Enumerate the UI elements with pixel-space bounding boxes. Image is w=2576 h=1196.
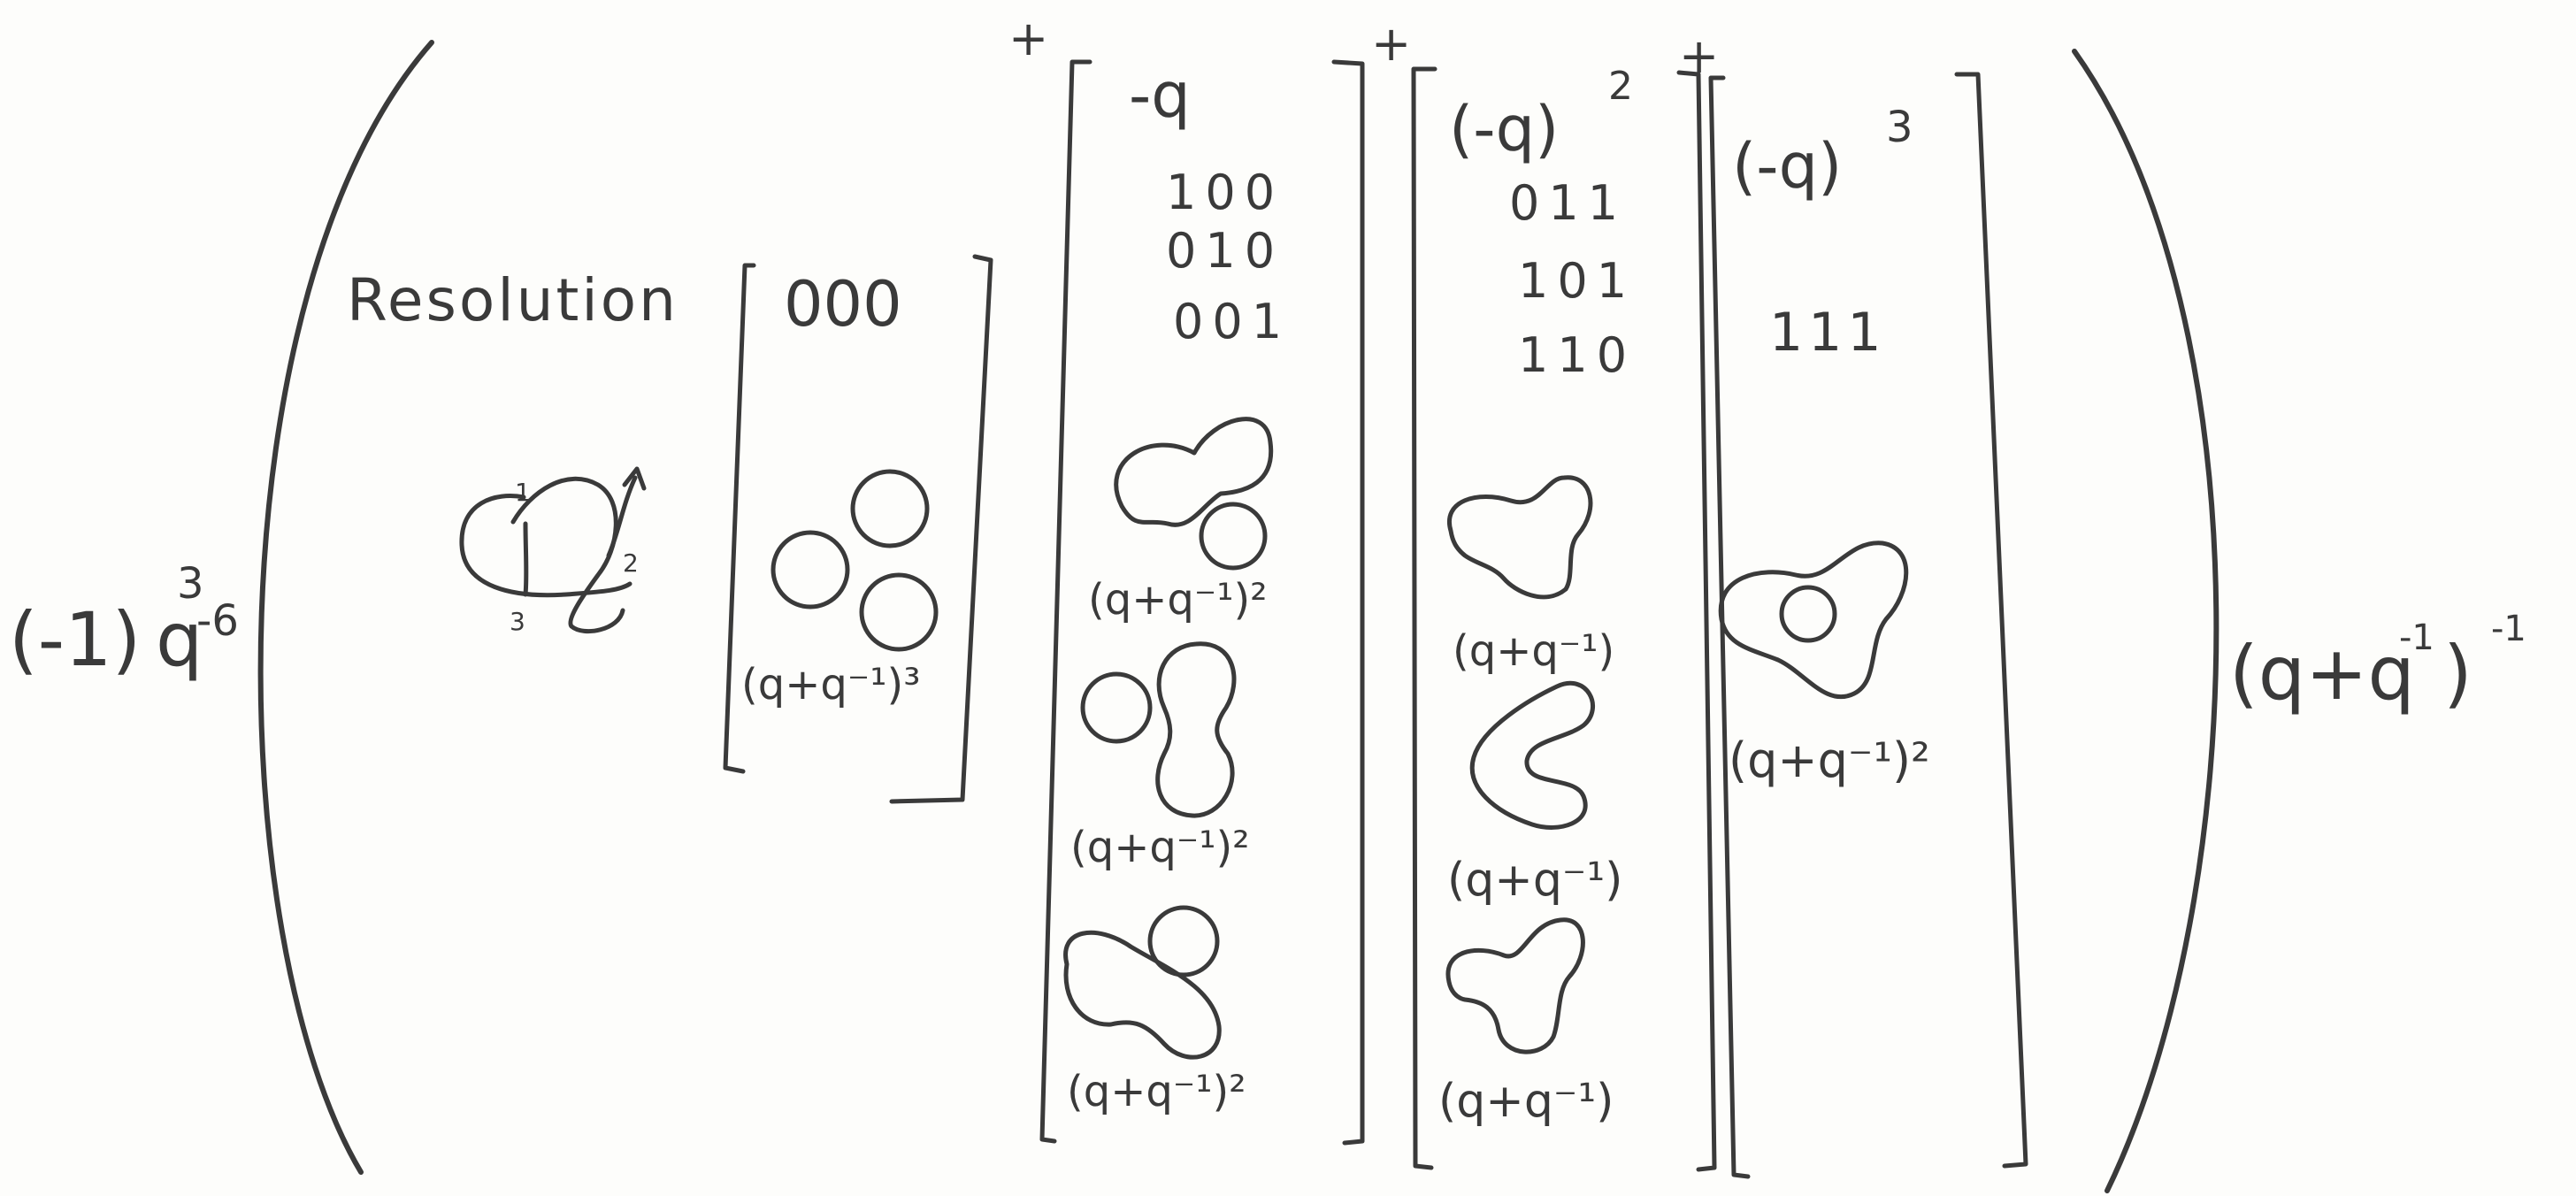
knot-strand-c bbox=[523, 521, 529, 597]
knot-strand-a bbox=[459, 494, 632, 598]
prefix-sup-3: 3 bbox=[177, 559, 204, 609]
suffix-base: (q+q bbox=[2229, 630, 2415, 717]
suffix-expression: (q+q -1 ) -1 bbox=[2229, 609, 2526, 717]
col1-res2-circle bbox=[1080, 671, 1153, 744]
knot-label-1: 1 bbox=[515, 478, 531, 507]
col0-right-bracket bbox=[889, 254, 993, 804]
col2-coefficient-base: (-q) bbox=[1449, 93, 1559, 165]
col1-res1-blob bbox=[1114, 417, 1274, 527]
col2-right-bracket bbox=[1676, 70, 1717, 1172]
column-neg-q: -q 100 010 001 (q+q⁻¹)² (q+q⁻¹)² (q+q⁻¹)… bbox=[1039, 59, 1365, 1146]
col2-res1-blob bbox=[1446, 475, 1593, 600]
left-big-paren bbox=[257, 40, 434, 1175]
knot-strand-b bbox=[510, 476, 625, 634]
column-neg-q-cubed: (-q) 3 111 (q+q⁻¹)² bbox=[1708, 72, 2028, 1179]
state-110: 110 bbox=[1518, 327, 1636, 383]
knot-strand-d bbox=[606, 475, 638, 558]
state-011: 011 bbox=[1509, 175, 1627, 231]
prefix-base: (-1) bbox=[9, 596, 141, 683]
col2-weight-2: (q+q⁻¹) bbox=[1447, 854, 1622, 907]
state-010: 010 bbox=[1166, 223, 1284, 279]
col2-res2-blob bbox=[1469, 680, 1595, 830]
prefix-expression: (-1) 3 q -6 bbox=[9, 559, 239, 683]
col0-circle-left bbox=[770, 530, 850, 610]
state-100: 100 bbox=[1166, 165, 1284, 220]
col0-weight: (q+q⁻¹)³ bbox=[741, 660, 920, 709]
col1-left-bracket bbox=[1039, 59, 1092, 1144]
col3-right-bracket bbox=[1954, 72, 2028, 1169]
suffix-outer-sup: -1 bbox=[2491, 609, 2526, 649]
state-111: 111 bbox=[1769, 302, 1887, 364]
col2-weight-3: (q+q⁻¹) bbox=[1438, 1075, 1614, 1128]
col2-coefficient-sup: 2 bbox=[1608, 64, 1633, 109]
state-000: 000 bbox=[784, 268, 902, 341]
col2-weight-1: (q+q⁻¹) bbox=[1453, 626, 1614, 676]
col1-res2-blob bbox=[1155, 641, 1237, 818]
col3-weight: (q+q⁻¹)² bbox=[1729, 732, 1930, 788]
col3-res-inner-circle bbox=[1779, 585, 1837, 643]
prefix-sup-neg6: -6 bbox=[196, 596, 239, 646]
col0-circle-top bbox=[850, 469, 930, 548]
plus-sign-2: + bbox=[1371, 16, 1411, 72]
knot-arrow bbox=[622, 466, 647, 491]
knot-label-2: 2 bbox=[623, 548, 639, 578]
col2-left-bracket bbox=[1411, 66, 1438, 1170]
col0-left-bracket bbox=[723, 263, 756, 774]
plus-sign-3: + bbox=[1679, 28, 1719, 84]
column-neg-q-squared: (-q) 2 011 101 110 (q+q⁻¹) (q+q⁻¹) (q+q⁻… bbox=[1411, 64, 1717, 1172]
col3-left-bracket bbox=[1708, 75, 1751, 1179]
column-000: 000 (q+q⁻¹)³ bbox=[723, 254, 993, 804]
resolution-label: Resolution bbox=[347, 266, 676, 334]
col1-res1-circle bbox=[1199, 502, 1268, 571]
state-101: 101 bbox=[1518, 253, 1636, 309]
knot-label-3: 3 bbox=[510, 607, 525, 636]
col2-res3-blob bbox=[1445, 917, 1585, 1054]
col1-res3-blob bbox=[1063, 930, 1222, 1060]
col1-coefficient: -q bbox=[1129, 59, 1191, 132]
col1-res3-circle bbox=[1147, 905, 1220, 978]
col1-right-bracket bbox=[1331, 59, 1365, 1146]
prefix-q: q bbox=[156, 596, 203, 683]
col3-coefficient-sup: 3 bbox=[1886, 103, 1913, 152]
col3-coefficient-base: (-q) bbox=[1732, 130, 1842, 203]
right-big-paren bbox=[2072, 49, 2220, 1193]
plus-sign-1: + bbox=[1008, 11, 1048, 66]
col1-weight-2: (q+q⁻¹)² bbox=[1070, 823, 1249, 872]
suffix-inner-sup: -1 bbox=[2399, 617, 2434, 658]
col1-weight-1: (q+q⁻¹)² bbox=[1088, 575, 1267, 625]
suffix-close: ) bbox=[2443, 630, 2472, 717]
col1-weight-3: (q+q⁻¹)² bbox=[1067, 1067, 1246, 1116]
col0-circle-bottom bbox=[859, 572, 939, 652]
state-001: 001 bbox=[1173, 294, 1291, 349]
col3-res-blob bbox=[1718, 540, 1909, 700]
trefoil-knot: 1 2 3 bbox=[459, 466, 647, 636]
